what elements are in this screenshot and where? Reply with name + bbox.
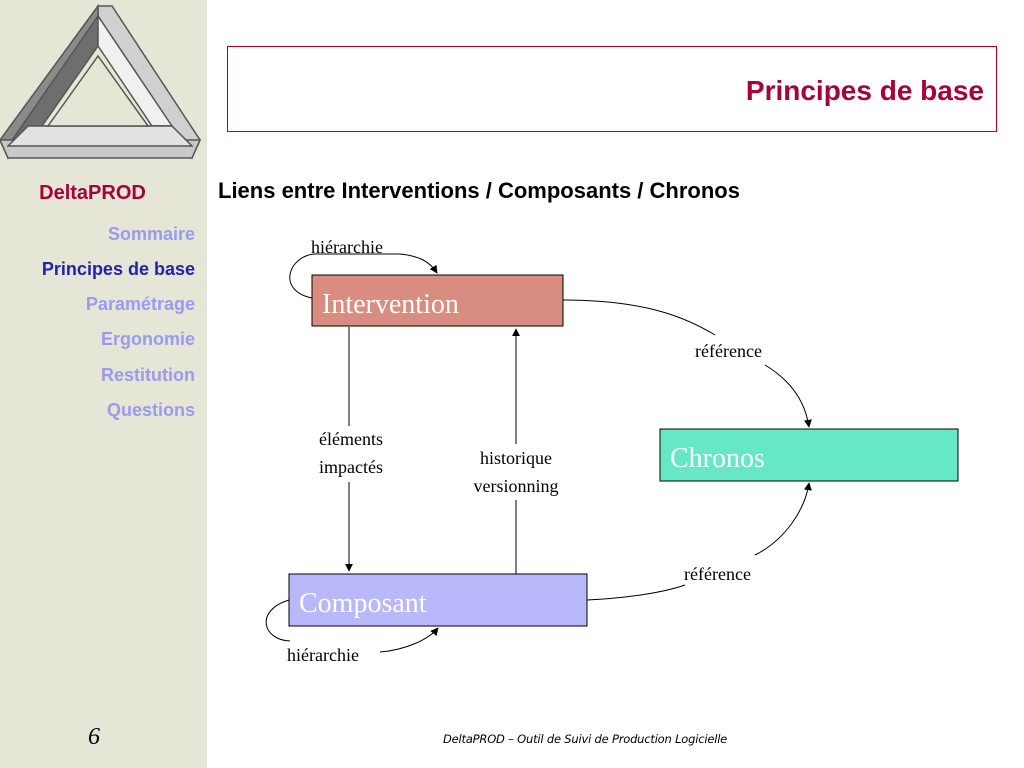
elements-label-line1: éléments (319, 429, 383, 449)
nav-item-principes-de-base[interactable]: Principes de base (41, 259, 195, 279)
elements-label-line2: impactés (319, 457, 383, 477)
hierarchy-loop-top (289, 253, 438, 299)
hierarchy-bottom-label: hiérarchie (287, 645, 359, 665)
composant-box (288, 573, 588, 627)
penrose-triangle-logo (0, 3, 202, 160)
nav-item-questions[interactable]: Questions (106, 400, 195, 420)
sidebar: DeltaPROD Sommaire Principes de base Par… (0, 0, 207, 768)
reference-top-label: référence (695, 341, 762, 361)
nav-item-parametrage[interactable]: Paramétrage (85, 294, 195, 314)
reference-link-top (562, 299, 809, 427)
section-subtitle: Liens entre Interventions / Composants /… (218, 178, 740, 203)
chronos-label: Chronos (670, 443, 765, 474)
intervention-box (311, 274, 564, 327)
reference-link-bottom (586, 483, 809, 601)
nav-item-ergonomie[interactable]: Ergonomie (100, 329, 195, 349)
chronos-box (659, 428, 959, 482)
history-label-line2: versionning (474, 476, 559, 496)
page-number: 6 (88, 724, 100, 750)
intervention-label: Intervention (322, 289, 459, 320)
nav-item-restitution[interactable]: Restitution (101, 365, 195, 385)
history-label-line1: historique (480, 448, 552, 468)
brand-name: DeltaPROD (39, 182, 146, 204)
hierarchy-loop-bottom (265, 599, 438, 653)
composant-label: Composant (299, 588, 427, 619)
reference-bottom-label: référence (684, 564, 751, 584)
hierarchy-top-label: hiérarchie (311, 237, 383, 257)
nav-item-sommaire[interactable]: Sommaire (107, 224, 195, 244)
page-title: Principes de base (745, 75, 984, 106)
title-box: Principes de base (227, 46, 997, 132)
footer: DeltaPROD – Outil de Suivi de Production… (443, 732, 728, 746)
